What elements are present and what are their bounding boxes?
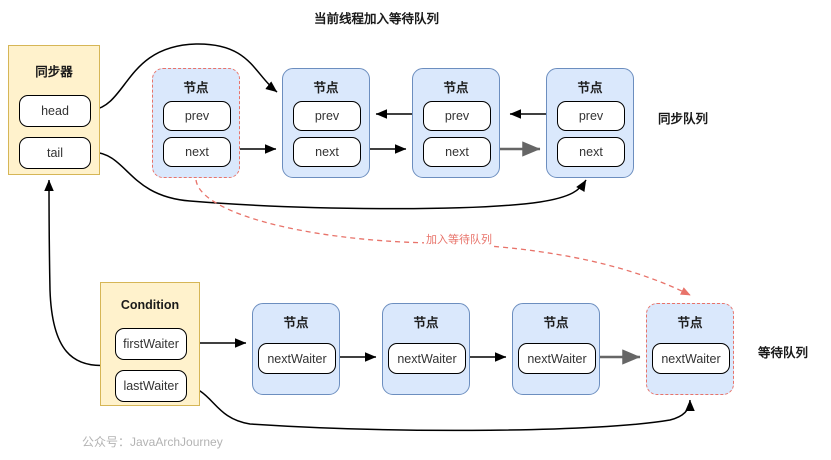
sync-node-2[interactable]: 节点 prev next: [282, 68, 370, 178]
sync-node-2-next: next: [293, 137, 361, 167]
sync-node-4[interactable]: 节点 prev next: [546, 68, 634, 178]
field-head[interactable]: head: [19, 95, 91, 127]
sync-node-1[interactable]: 节点 prev next: [152, 68, 240, 178]
sync-node-1-next: next: [163, 137, 231, 167]
sync-queue-label: 同步队列: [658, 112, 709, 126]
sync-node-2-title: 节点: [313, 81, 339, 95]
wait-node-3[interactable]: 节点 nextWaiter: [512, 303, 600, 395]
wait-node-4-title: 节点: [677, 316, 703, 330]
watermark: 公众号：JavaArchJourney: [82, 435, 223, 449]
wait-node-2-nextwaiter: nextWaiter: [388, 343, 466, 374]
synchronizer-box: 同步器 head tail: [8, 45, 100, 175]
field-lastwaiter[interactable]: lastWaiter: [115, 370, 187, 402]
sync-node-4-title: 节点: [577, 81, 603, 95]
sync-node-4-next: next: [557, 137, 625, 167]
sync-node-4-prev: prev: [557, 101, 625, 131]
join-wait-queue-label: 加入等待队列: [424, 231, 494, 247]
wait-node-2-title: 节点: [413, 316, 439, 330]
wait-node-3-title: 节点: [543, 316, 569, 330]
field-firstwaiter[interactable]: firstWaiter: [115, 328, 187, 360]
sync-node-1-title: 节点: [183, 81, 209, 95]
wait-node-1-nextwaiter: nextWaiter: [258, 343, 336, 374]
wait-node-1-title: 节点: [283, 316, 309, 330]
synchronizer-title: 同步器: [35, 65, 73, 79]
sync-node-3[interactable]: 节点 prev next: [412, 68, 500, 178]
wait-node-3-nextwaiter: nextWaiter: [518, 343, 596, 374]
wait-node-2[interactable]: 节点 nextWaiter: [382, 303, 470, 395]
sync-node-3-prev: prev: [423, 101, 491, 131]
wait-node-4[interactable]: 节点 nextWaiter: [646, 303, 734, 395]
wait-queue-label: 等待队列: [758, 346, 809, 360]
sync-node-2-prev: prev: [293, 101, 361, 131]
wait-node-1[interactable]: 节点 nextWaiter: [252, 303, 340, 395]
page-title: 当前线程加入等待队列: [314, 12, 440, 26]
sync-node-1-prev: prev: [163, 101, 231, 131]
sync-node-3-title: 节点: [443, 81, 469, 95]
condition-title: Condition: [120, 298, 180, 312]
sync-node-3-next: next: [423, 137, 491, 167]
field-tail[interactable]: tail: [19, 137, 91, 169]
wait-node-4-nextwaiter: nextWaiter: [652, 343, 730, 374]
condition-box: Condition firstWaiter lastWaiter: [100, 282, 200, 406]
